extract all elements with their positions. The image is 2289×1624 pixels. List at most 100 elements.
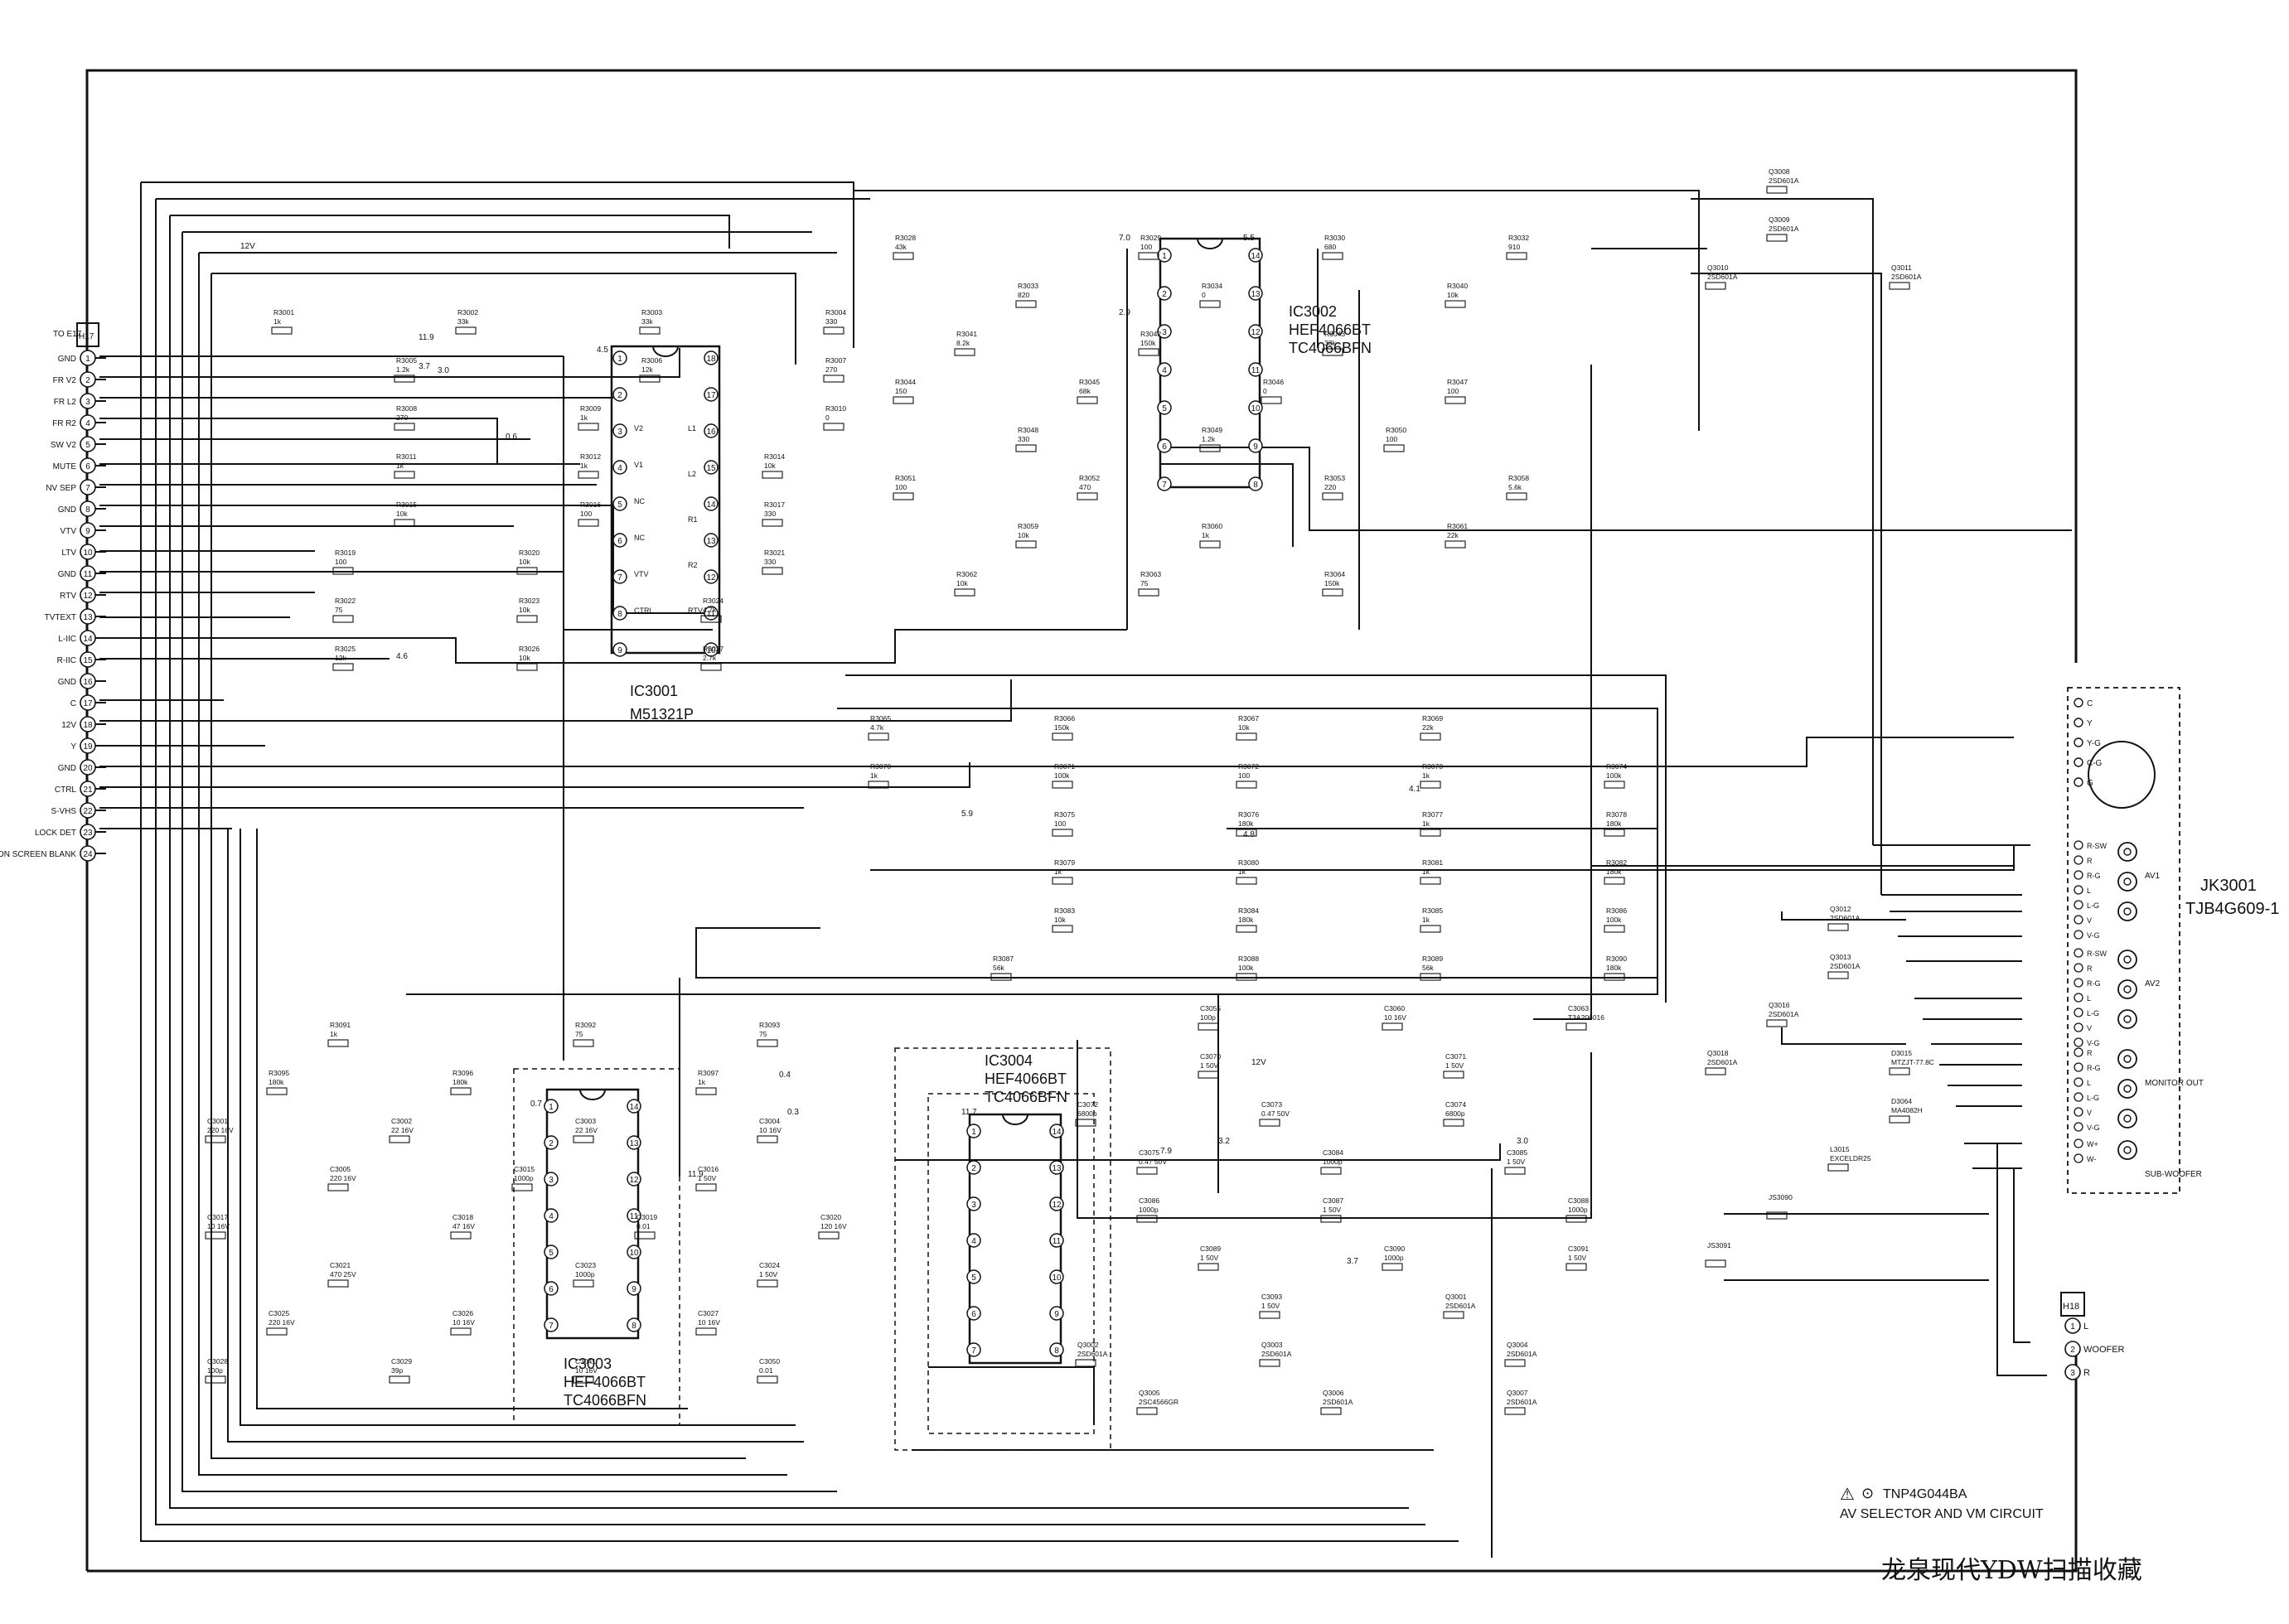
component-ref: R3048 bbox=[1018, 426, 1038, 434]
pin-label: MUTE bbox=[53, 462, 77, 471]
voltage-value: 12V bbox=[1251, 1058, 1266, 1067]
voltage-value: 5.9 bbox=[961, 810, 973, 819]
pin-label: GND bbox=[58, 570, 76, 579]
ic-pin-number: 9 bbox=[632, 1285, 636, 1294]
component-ref: R3069 bbox=[1422, 714, 1443, 723]
component-value: 22k bbox=[1447, 531, 1459, 539]
jack-pin bbox=[2074, 963, 2083, 973]
pin-label: RTV bbox=[60, 592, 76, 601]
ic-pin-number: 1 bbox=[549, 1103, 554, 1112]
component-body bbox=[516, 567, 538, 575]
component-ref: R3032 bbox=[1508, 234, 1529, 242]
rca-socket-center bbox=[2123, 1146, 2132, 1154]
component-value: 1000p bbox=[514, 1174, 534, 1182]
component-value: 33k bbox=[641, 317, 653, 326]
component-body bbox=[1889, 1115, 1910, 1124]
component-ref: R3062 bbox=[956, 570, 977, 578]
component-value: 180k bbox=[1606, 868, 1622, 876]
component-value: 1k bbox=[1422, 819, 1430, 828]
jack-pin-label: R-G bbox=[2087, 979, 2101, 988]
pin-label: VTV bbox=[60, 527, 77, 536]
component-value: 43k bbox=[895, 243, 907, 251]
rca-socket bbox=[2117, 842, 2137, 862]
rca-socket bbox=[2117, 979, 2137, 999]
component-value: 0 bbox=[825, 413, 830, 422]
jack-pin bbox=[2074, 1077, 2083, 1087]
component-value: 180k bbox=[1238, 819, 1254, 828]
component-value: 1 50V bbox=[1568, 1254, 1587, 1262]
component-body bbox=[394, 423, 415, 431]
component-value: 0 bbox=[1263, 387, 1267, 395]
component-value: 2SD601A bbox=[1707, 1058, 1738, 1066]
component-value: 1000p bbox=[1139, 1206, 1159, 1214]
component-value: 100 bbox=[1238, 771, 1250, 780]
component-value: 1k bbox=[330, 1030, 338, 1038]
ic3003-ref: IC3003 bbox=[564, 1356, 612, 1372]
component-value: 0.47 50V bbox=[1139, 1158, 1167, 1166]
ic-pin-label: R2 bbox=[688, 561, 698, 569]
component-ref: JS3091 bbox=[1707, 1241, 1731, 1249]
ic-pin-label: V2 bbox=[634, 424, 643, 433]
component-ref: C3029 bbox=[391, 1357, 412, 1365]
component-ref: R3091 bbox=[330, 1021, 351, 1029]
component-ref: R3014 bbox=[764, 452, 785, 461]
component-value: 180k bbox=[269, 1078, 284, 1086]
component-value: 150k bbox=[1140, 339, 1156, 347]
ic-pin-number: 16 bbox=[706, 428, 716, 437]
component-ref: C3071 bbox=[1445, 1052, 1466, 1061]
ic-pin bbox=[1248, 438, 1263, 453]
ic-guide-boxes bbox=[513, 1047, 1111, 1451]
ic-pin bbox=[704, 350, 719, 365]
ic3001-part: M51321P bbox=[630, 706, 694, 723]
ic-pin-number: 7 bbox=[617, 573, 622, 582]
rca-socket bbox=[2117, 901, 2137, 921]
pin-number: 19 bbox=[83, 742, 93, 752]
jack-pin-label: R-SW bbox=[2087, 842, 2107, 850]
component-value: 270 bbox=[825, 365, 837, 374]
jack-pin bbox=[2074, 737, 2083, 747]
component-value: 100 bbox=[895, 483, 907, 491]
component-body bbox=[823, 375, 844, 383]
component-value: 10k bbox=[519, 558, 530, 566]
component-value: 1k bbox=[1054, 868, 1062, 876]
pin-number: 3 bbox=[85, 398, 90, 407]
component-ref: R3067 bbox=[1238, 714, 1259, 723]
component-value: 180k bbox=[1606, 964, 1622, 972]
component-body bbox=[1445, 540, 1466, 549]
jack-pin-label: V-G bbox=[2087, 931, 2100, 940]
component-ref: C3024 bbox=[759, 1261, 780, 1269]
component-value: 1k bbox=[1422, 916, 1430, 924]
ic-pin bbox=[612, 496, 627, 511]
jk3001-ref: JK3001 bbox=[2200, 877, 2257, 895]
component-ref: C3055 bbox=[1200, 1004, 1221, 1013]
component-ref: Q3011 bbox=[1891, 263, 1912, 272]
ic-pin bbox=[1049, 1196, 1064, 1211]
component-body bbox=[1236, 781, 1257, 789]
component-body bbox=[1236, 732, 1257, 741]
component-body bbox=[1198, 1263, 1219, 1271]
component-ref: C3041 bbox=[575, 1357, 596, 1365]
ic-pin-number: 5 bbox=[1162, 404, 1167, 413]
component-body bbox=[868, 781, 889, 789]
component-value: 180k bbox=[1606, 819, 1622, 828]
ic-pin-number: 10 bbox=[1052, 1274, 1062, 1283]
component-body bbox=[1420, 973, 1441, 981]
